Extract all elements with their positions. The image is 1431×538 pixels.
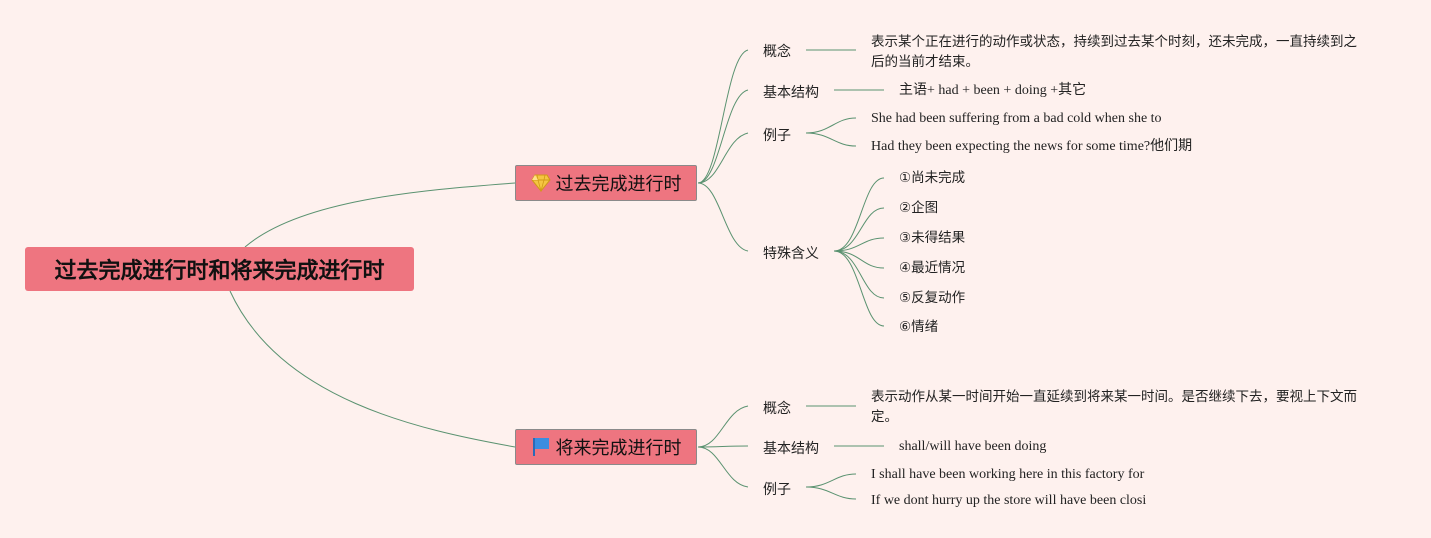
example-item[interactable]: Had they been expecting the news for som… xyxy=(871,139,1193,154)
connector-b1-concept xyxy=(697,49,749,184)
connector-b1-special-1 xyxy=(833,177,885,252)
connector-b1-example-2 xyxy=(805,132,857,147)
special-meaning-item[interactable]: ④最近情况 xyxy=(899,260,966,276)
structure-text[interactable]: shall/will have been doing xyxy=(899,439,1047,454)
connector-b1-structure xyxy=(697,89,749,184)
structure-label[interactable]: 基本结构 xyxy=(763,441,819,457)
special-meaning-item[interactable]: ③未得结果 xyxy=(899,230,966,246)
branch-title: 将来完成进行时 xyxy=(555,438,682,459)
special-meaning-item[interactable]: ⑤反复动作 xyxy=(899,290,966,306)
root-topic-label: 过去完成进行时和将来完成进行时 xyxy=(54,259,385,284)
connector-b2-concept xyxy=(697,405,749,448)
connector-b1-special-3 xyxy=(833,237,885,252)
special-meaning-item[interactable]: ①尚未完成 xyxy=(899,170,966,186)
special-meaning-label[interactable]: 特殊含义 xyxy=(763,246,819,262)
branch-title: 过去完成进行时 xyxy=(555,174,682,195)
special-meaning-item[interactable]: ⑥情绪 xyxy=(899,319,939,335)
connector-b2-example-2 xyxy=(805,486,857,500)
examples-label[interactable]: 例子 xyxy=(763,482,791,498)
connector-b1-special-2 xyxy=(833,207,885,252)
example-item[interactable]: I shall have been working here in this f… xyxy=(871,467,1145,482)
connector-b2-examples xyxy=(697,446,749,488)
connector-b1-special-4 xyxy=(833,250,885,269)
concept-text[interactable]: 表示动作从某一时间开始一直延续到将来某一时间。是否继续下去，要视上下文而定。 xyxy=(871,389,1357,425)
branch-past-perfect-continuous[interactable]: 过去完成进行时 xyxy=(515,165,697,201)
structure-text[interactable]: 主语+ had + been + doing +其它 xyxy=(899,83,1087,98)
root-topic[interactable]: 过去完成进行时和将来完成进行时 xyxy=(25,247,414,291)
concept-label[interactable]: 概念 xyxy=(763,44,791,60)
blue-flag-icon xyxy=(531,437,551,457)
concept-text[interactable]: 表示某个正在进行的动作或状态，持续到过去某个时刻，还未完成，一直持续到之后的当前… xyxy=(871,34,1357,70)
structure-label[interactable]: 基本结构 xyxy=(763,85,819,101)
examples-label[interactable]: 例子 xyxy=(763,128,791,144)
concept-label[interactable]: 概念 xyxy=(763,401,791,417)
example-item[interactable]: If we dont hurry up the store will have … xyxy=(871,493,1147,508)
connector-b1-special-5 xyxy=(833,250,885,299)
branch-future-perfect-continuous[interactable]: 将来完成进行时 xyxy=(515,429,697,465)
connector-root-branch-1 xyxy=(244,182,516,248)
gem-icon xyxy=(530,174,551,192)
connector-b1-examples xyxy=(697,132,749,184)
special-meaning-item[interactable]: ②企图 xyxy=(899,200,939,216)
connector-b1-example-1 xyxy=(805,117,857,134)
connector-b1-special-6 xyxy=(833,250,885,327)
connector-root-branch-2 xyxy=(229,290,516,448)
connector-b2-structure xyxy=(697,445,749,448)
example-item[interactable]: She had been suffering from a bad cold w… xyxy=(871,111,1162,126)
connector-b1-special xyxy=(697,182,749,252)
connector-b2-example-1 xyxy=(805,473,857,488)
